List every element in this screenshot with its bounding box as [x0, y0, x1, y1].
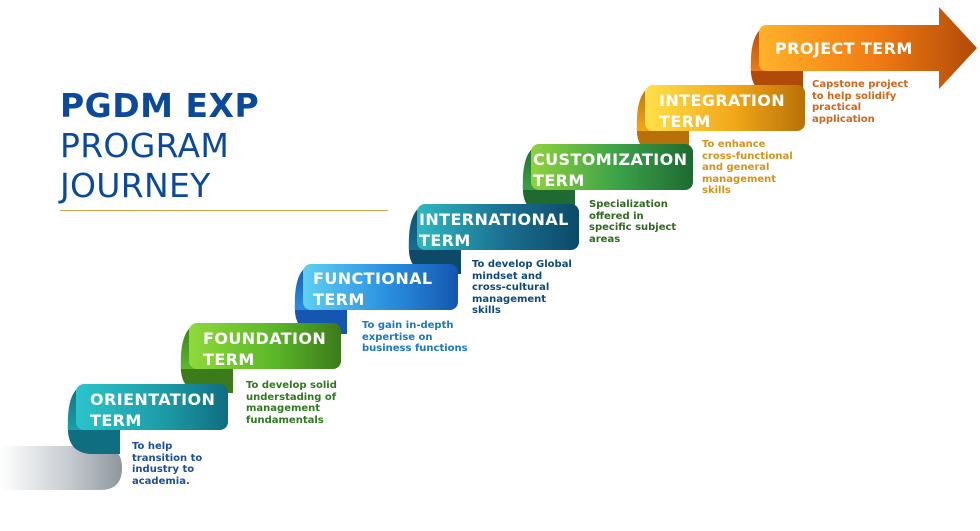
project-arrow: [759, 7, 977, 89]
heading-line-1: PGDM EXP: [60, 86, 260, 125]
customization-step-face: [531, 144, 693, 190]
lead-in-tail: [0, 446, 122, 490]
foundation-step-face: [189, 323, 341, 369]
international-step-face: [417, 204, 579, 250]
diagram-heading: PGDM EXP PROGRAM JOURNEY: [60, 86, 390, 211]
customization-desc: Specialization offered in specific subje…: [589, 199, 677, 245]
international-desc: To develop Global mindset and cross-cult…: [472, 259, 572, 316]
project-title: PROJECT TERM: [775, 39, 913, 58]
heading-underline: [60, 210, 388, 211]
functional-desc: To gain in-depth expertise on business f…: [362, 320, 468, 354]
functional-step-face: [303, 264, 458, 310]
integration-step-face: [645, 85, 805, 131]
foundation-desc: To develop solid understading of managem…: [246, 380, 337, 426]
orientation-step-face: [76, 384, 228, 430]
orientation-fold: [67, 424, 120, 454]
orientation-desc: To help transition to industry to academ…: [132, 441, 203, 487]
project-desc: Capstone project to help solidify practi…: [812, 79, 909, 125]
heading-line-2: PROGRAM JOURNEY: [60, 126, 230, 205]
integration-desc: To enhance cross-functional and general …: [702, 139, 793, 196]
